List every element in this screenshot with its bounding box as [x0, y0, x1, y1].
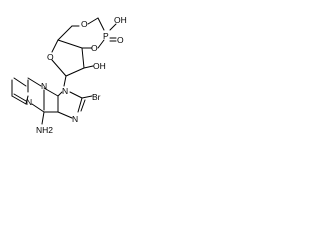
- bromine-label: Br: [92, 92, 101, 102]
- bond: [63, 75, 67, 87]
- bond: [69, 91, 83, 99]
- bond: [51, 59, 67, 77]
- phosphoryl-oxygen-label: O: [117, 35, 124, 45]
- amino-label: NH2: [36, 125, 53, 135]
- bond: [87, 17, 99, 25]
- bond: [57, 25, 73, 41]
- phosphate-oh-label: OH: [114, 15, 127, 25]
- sugar-ring-oxygen-label: O: [47, 52, 54, 62]
- n7-label: N: [72, 114, 78, 124]
- bond: [81, 95, 93, 99]
- ring-oxygen-label: O: [81, 19, 88, 29]
- bond: [41, 111, 45, 125]
- bond: [13, 93, 27, 102]
- n1-label: N: [26, 97, 32, 107]
- phosphorus-label: P: [103, 31, 109, 41]
- bond: [57, 39, 83, 49]
- bond: [97, 39, 105, 49]
- phosphate-oxygen-label: O: [91, 43, 98, 53]
- bond: [81, 47, 85, 69]
- n9-label: N: [62, 86, 68, 96]
- bond: [97, 17, 105, 31]
- bond: [27, 77, 42, 87]
- bond: [25, 95, 29, 105]
- structure-diagram: O O P OH O O OH N N N N Br NH2: [11, 15, 127, 135]
- bond: [31, 103, 45, 113]
- bond: [65, 67, 85, 77]
- n3-label: N: [41, 81, 47, 91]
- bond: [43, 87, 59, 97]
- bond: [57, 91, 63, 97]
- bond: [109, 23, 117, 31]
- bond: [77, 97, 83, 113]
- bonds: [11, 17, 117, 125]
- bond: [57, 111, 73, 119]
- bond: [11, 95, 27, 105]
- bond: [51, 39, 59, 53]
- bond: [80, 99, 86, 112]
- bond: [13, 77, 27, 87]
- atom-labels: O O P OH O O OH N N N N Br NH2: [26, 15, 127, 135]
- bond: [83, 65, 94, 69]
- sugar-oh-label: OH: [93, 61, 106, 71]
